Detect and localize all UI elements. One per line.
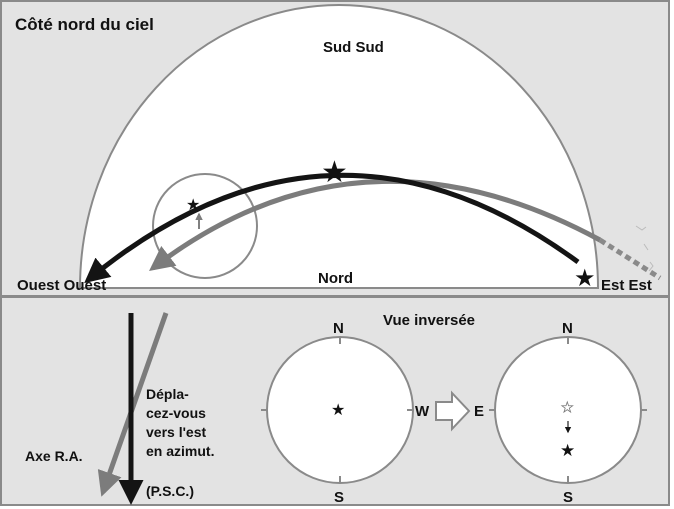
- left-dial-w: W: [415, 403, 430, 420]
- left-dial: N S W ★: [261, 320, 430, 506]
- label-north: Nord: [318, 270, 353, 287]
- top-panel-title: Côté nord du ciel: [15, 15, 154, 34]
- top-panel: ★ ★ ★ Côté nord du ciel Sud Sud Nord Oue…: [0, 0, 670, 297]
- star-icon: ★: [321, 156, 348, 189]
- view-title: Vue inversée: [383, 312, 475, 329]
- left-dial-n: N: [333, 320, 344, 337]
- gray-direction-line: [97, 312, 169, 497]
- sky-dome: [78, 4, 600, 289]
- label-south: Sud Sud: [323, 39, 384, 56]
- psc-label: (P.S.C.): [146, 483, 194, 499]
- star-icon: ★: [560, 441, 575, 460]
- arrow-right-icon: [435, 390, 471, 432]
- label-east: Est Est: [601, 277, 652, 294]
- bottom-panel: Dépla- cez-vous vers l'est en azimut. Ax…: [0, 296, 670, 506]
- right-dial-n: N: [562, 320, 573, 337]
- right-dial-e: E: [474, 403, 484, 420]
- field-of-view-circle: [152, 173, 258, 279]
- left-dial-s: S: [334, 489, 344, 506]
- gray-star-path: [149, 178, 602, 272]
- axis-label: Axe R.A.: [25, 448, 83, 464]
- right-dial-s: S: [563, 489, 573, 506]
- label-west: Ouest Ouest: [17, 277, 106, 294]
- instruction-text: Dépla- cez-vous vers l'est en azimut.: [146, 386, 214, 459]
- star-icon: ★: [186, 197, 200, 214]
- faint-markings: [635, 225, 654, 272]
- star-icon: ★: [331, 402, 345, 419]
- hollow-star-icon: ★: [561, 399, 574, 415]
- gray-path-dashed-extension: [598, 237, 662, 281]
- dark-star-path: [84, 172, 580, 284]
- star-icon: ★: [574, 265, 596, 292]
- right-dial: N S E ★ ★: [474, 320, 647, 506]
